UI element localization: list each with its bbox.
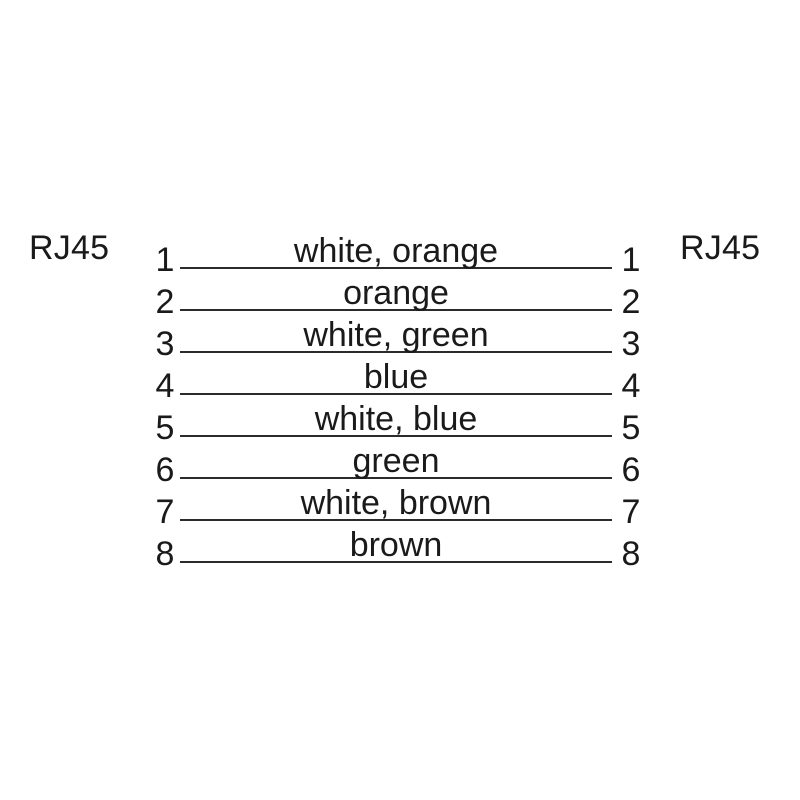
wire-line [180, 561, 612, 563]
pin-number-left: 6 [155, 451, 175, 489]
wire-color-label: orange [343, 274, 449, 312]
wire-line [180, 267, 612, 269]
pin-number-right: 3 [621, 325, 641, 363]
pin-row: 5 white, blue 5 [148, 395, 652, 445]
pin-number-right: 2 [621, 283, 641, 321]
wire-line [180, 477, 612, 479]
pin-row: 2 orange 2 [148, 269, 652, 319]
wire-color-label: green [352, 442, 440, 480]
pin-number-right: 4 [621, 367, 641, 405]
wire-color-label: blue [363, 358, 429, 396]
pin-row: 6 green 6 [148, 437, 652, 487]
pin-row: 8 brown 8 [148, 521, 652, 571]
wire-color-label: white, orange [293, 232, 499, 270]
pin-row: 4 blue 4 [148, 353, 652, 403]
right-connector-label: RJ45 [680, 229, 761, 267]
pin-number-right: 1 [621, 241, 641, 279]
pin-number-right: 8 [621, 535, 641, 573]
pin-number-left: 7 [155, 493, 175, 531]
pin-row: 7 white, brown 7 [148, 479, 652, 529]
wire-color-label: white, blue [314, 400, 478, 438]
pin-number-left: 8 [155, 535, 175, 573]
wire-line [180, 435, 612, 437]
wire-color-label: white, green [303, 316, 489, 354]
pin-number-right: 5 [621, 409, 641, 447]
wire-line [180, 393, 612, 395]
wire-line [180, 519, 612, 521]
wire-line [180, 351, 612, 353]
pin-number-left: 2 [155, 283, 175, 321]
pin-number-left: 4 [155, 367, 175, 405]
pin-row: 1 white, orange 1 [148, 227, 652, 277]
pin-number-right: 6 [621, 451, 641, 489]
wire-line [180, 309, 612, 311]
pin-number-left: 3 [155, 325, 175, 363]
wire-color-label: white, brown [300, 484, 492, 522]
pin-number-right: 7 [621, 493, 641, 531]
pin-row: 3 white, green 3 [148, 311, 652, 361]
pin-number-left: 1 [155, 241, 175, 279]
pin-number-left: 5 [155, 409, 175, 447]
left-connector-label: RJ45 [29, 229, 110, 267]
wire-color-label: brown [349, 526, 443, 564]
